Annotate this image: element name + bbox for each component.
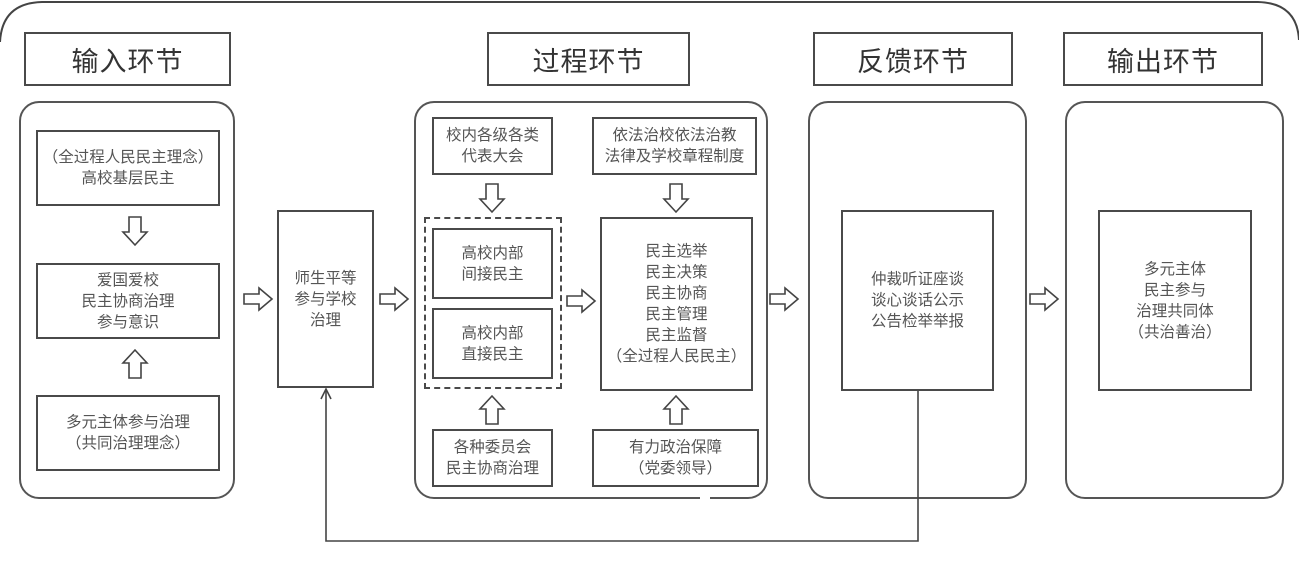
input-box-participation-awareness: 爱国爱校 民主协商治理 参与意识 xyxy=(36,263,220,339)
stage-header-input: 输入环节 xyxy=(24,32,231,86)
bridge-box-equal-participation: 师生平等 参与学校 治理 xyxy=(277,210,374,388)
feedback-loop-arrowhead-icon xyxy=(320,387,332,400)
hollow-arrow-right-icon xyxy=(379,287,409,311)
stage-header-process: 过程环节 xyxy=(487,32,690,86)
process-box-committees: 各种委员会 民主协商治理 xyxy=(432,429,553,487)
process-box-representative-congress: 校内各级各类 代表大会 xyxy=(432,117,553,175)
hollow-arrow-right-icon xyxy=(243,287,273,311)
feedback-box-channels: 仲裁听证座谈 谈心谈话公示 公告检举举报 xyxy=(841,210,994,391)
stage-header-feedback: 反馈环节 xyxy=(813,32,1013,86)
process-box-whole-process-democracy: 民主选举 民主决策 民主协商 民主管理 民主监督 （全过程人民民主） xyxy=(600,217,753,391)
hollow-arrow-right-icon xyxy=(1029,287,1059,311)
process-box-rule-of-law: 依法治校依法治教 法律及学校章程制度 xyxy=(592,117,757,175)
input-box-multi-subject-governance: 多元主体参与治理 （共同治理理念） xyxy=(36,395,220,471)
input-box-grassroots-democracy: （全过程人民民主理念） 高校基层民主 xyxy=(36,130,220,206)
output-box-governance-community: 多元主体 民主参与 治理共同体 （共治善治） xyxy=(1098,210,1252,391)
process-box-indirect-democracy: 高校内部 间接民主 xyxy=(432,228,553,299)
stage-header-output: 输出环节 xyxy=(1063,32,1263,86)
hollow-arrow-right-icon xyxy=(769,287,799,311)
process-box-political-guarantee: 有力政治保障 （党委领导） xyxy=(592,429,759,487)
process-box-direct-democracy: 高校内部 直接民主 xyxy=(432,308,553,379)
democracy-dashed-group xyxy=(424,217,562,389)
